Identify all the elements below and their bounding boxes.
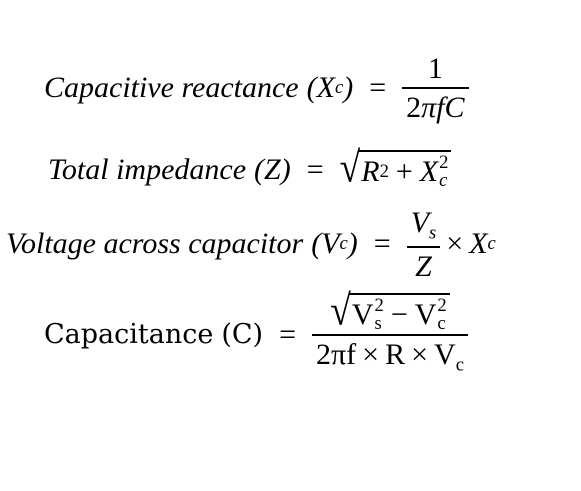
eq2-label: Total impedance xyxy=(48,152,247,186)
eq2-R-sup: 2 xyxy=(379,160,389,182)
eq4-V1-sub: s xyxy=(374,312,382,334)
eq2-X: X xyxy=(419,154,439,188)
eq4-den-f: f xyxy=(346,338,357,372)
eq3-fraction-bar xyxy=(406,245,441,248)
eq3-num-sub: s xyxy=(429,222,437,244)
eq1-numerator: 1 xyxy=(427,52,443,85)
eq3-equals: = xyxy=(373,227,391,261)
eq3-label: Voltage across capacitor xyxy=(6,227,304,261)
eq1-equals: = xyxy=(369,71,387,104)
eq1-var-sub: c xyxy=(334,77,344,98)
eq2-close-paren: ) xyxy=(280,152,291,186)
eq4-den-times2: × xyxy=(411,338,429,372)
eq3-times: × xyxy=(446,227,464,261)
eq4-denominator: 2πf×R×Vc xyxy=(312,338,468,376)
eq1-den-pi: π xyxy=(421,91,437,124)
eq3-denominator: Z xyxy=(415,249,432,283)
eq4-equals: = xyxy=(279,317,296,351)
eq1-open-paren: ( xyxy=(306,71,317,104)
eq1-den-C: C xyxy=(444,91,465,124)
eq4-V2: V xyxy=(414,298,437,332)
eq1-label: Capacitive reactance xyxy=(44,71,299,104)
eq4-V2-sub: c xyxy=(437,312,446,334)
eq1-fraction: 1 2πfC xyxy=(402,52,469,124)
eq3-X-sub: c xyxy=(487,233,496,255)
eq2-R: R xyxy=(361,154,380,188)
eq1-den-f: f xyxy=(436,91,445,124)
eq2-open-paren: ( xyxy=(254,152,265,186)
eq3-var-sub: c xyxy=(339,233,348,255)
eq4-den-2pi: 2π xyxy=(316,338,347,372)
eq1-denominator: 2πfC xyxy=(402,91,468,124)
eq1-close-paren: ) xyxy=(343,71,354,104)
eq3-X: X xyxy=(469,227,488,261)
eq4-V1-sup: 2 xyxy=(374,295,384,316)
eq3-numerator: Vs xyxy=(407,206,441,244)
eq2-X-sup: 2 xyxy=(439,152,449,173)
eq4-den-R: R xyxy=(385,338,406,372)
eq2-equals: = xyxy=(306,152,324,186)
eq4-den-times1: × xyxy=(362,338,380,372)
eq4-minus: − xyxy=(390,298,408,332)
eq3-close-paren: ) xyxy=(347,227,358,261)
eq2-radical-sign: √ xyxy=(339,144,361,192)
eq2-X-sub: c xyxy=(439,169,448,191)
eq4-paren: (C) xyxy=(221,319,264,351)
eq2-plus: + xyxy=(395,154,413,188)
eq3-var: V xyxy=(321,227,340,261)
eq1-var: X xyxy=(316,71,335,104)
eq4-V1: V xyxy=(351,298,374,332)
eq3-fraction: Vs Z xyxy=(406,206,441,283)
eq4-radical-sign: √ xyxy=(330,287,351,335)
eq4-fraction-bar xyxy=(312,334,468,337)
eq1-den-2: 2 xyxy=(406,91,422,124)
eq1-fraction-bar xyxy=(402,87,469,89)
eq3-open-paren: ( xyxy=(311,227,322,261)
eq4-den-V: V xyxy=(434,338,456,372)
eq4-label: Capacitance xyxy=(44,319,214,351)
eq4-V2-sup: 2 xyxy=(437,295,447,316)
eq3-num-V: V xyxy=(410,206,430,239)
eq4-den-V-sub: c xyxy=(455,354,464,376)
eq2-var: Z xyxy=(264,152,281,186)
